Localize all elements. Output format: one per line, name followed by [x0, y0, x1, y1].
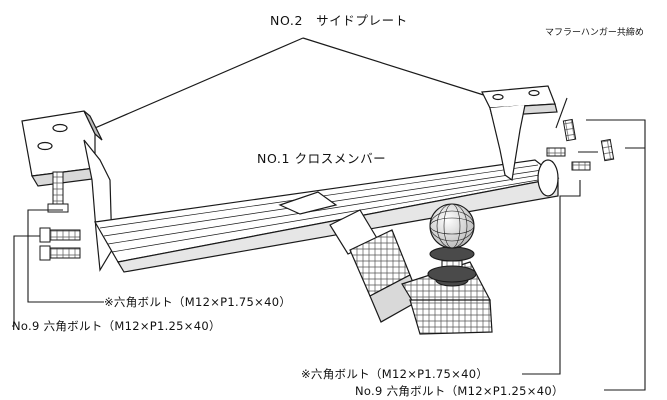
right-bolts: [546, 118, 615, 171]
left-bolt-leader-lines: [12, 209, 104, 327]
right-bolt-ref-label: ※六角ボルト（M12×P1.75×40）: [301, 367, 489, 381]
right-side-plate: [481, 85, 558, 182]
side-plate-callout-lines: [87, 37, 491, 132]
left-bolt-no9-label: No.9 六角ボルト（M12×P1.25×40）: [12, 319, 221, 333]
right-bolt-leader-lines: [522, 97, 646, 391]
left-bolts: [39, 171, 81, 261]
muffler-hanger-label: マフラーハンガー共締め: [545, 28, 644, 38]
left-side-plate: [21, 110, 113, 272]
hitch-ball: [427, 203, 477, 287]
cross-member: [94, 159, 560, 273]
side-plate-label: NO.2 サイドプレート: [270, 13, 408, 28]
right-bolt-no9-label: No.9 六角ボルト（M12×P1.25×40）: [355, 384, 564, 398]
cross-member-label: NO.1 クロスメンバー: [257, 151, 387, 166]
hitch-shank: [329, 209, 493, 335]
left-bolt-ref-label: ※六角ボルト（M12×P1.75×40）: [104, 295, 292, 309]
